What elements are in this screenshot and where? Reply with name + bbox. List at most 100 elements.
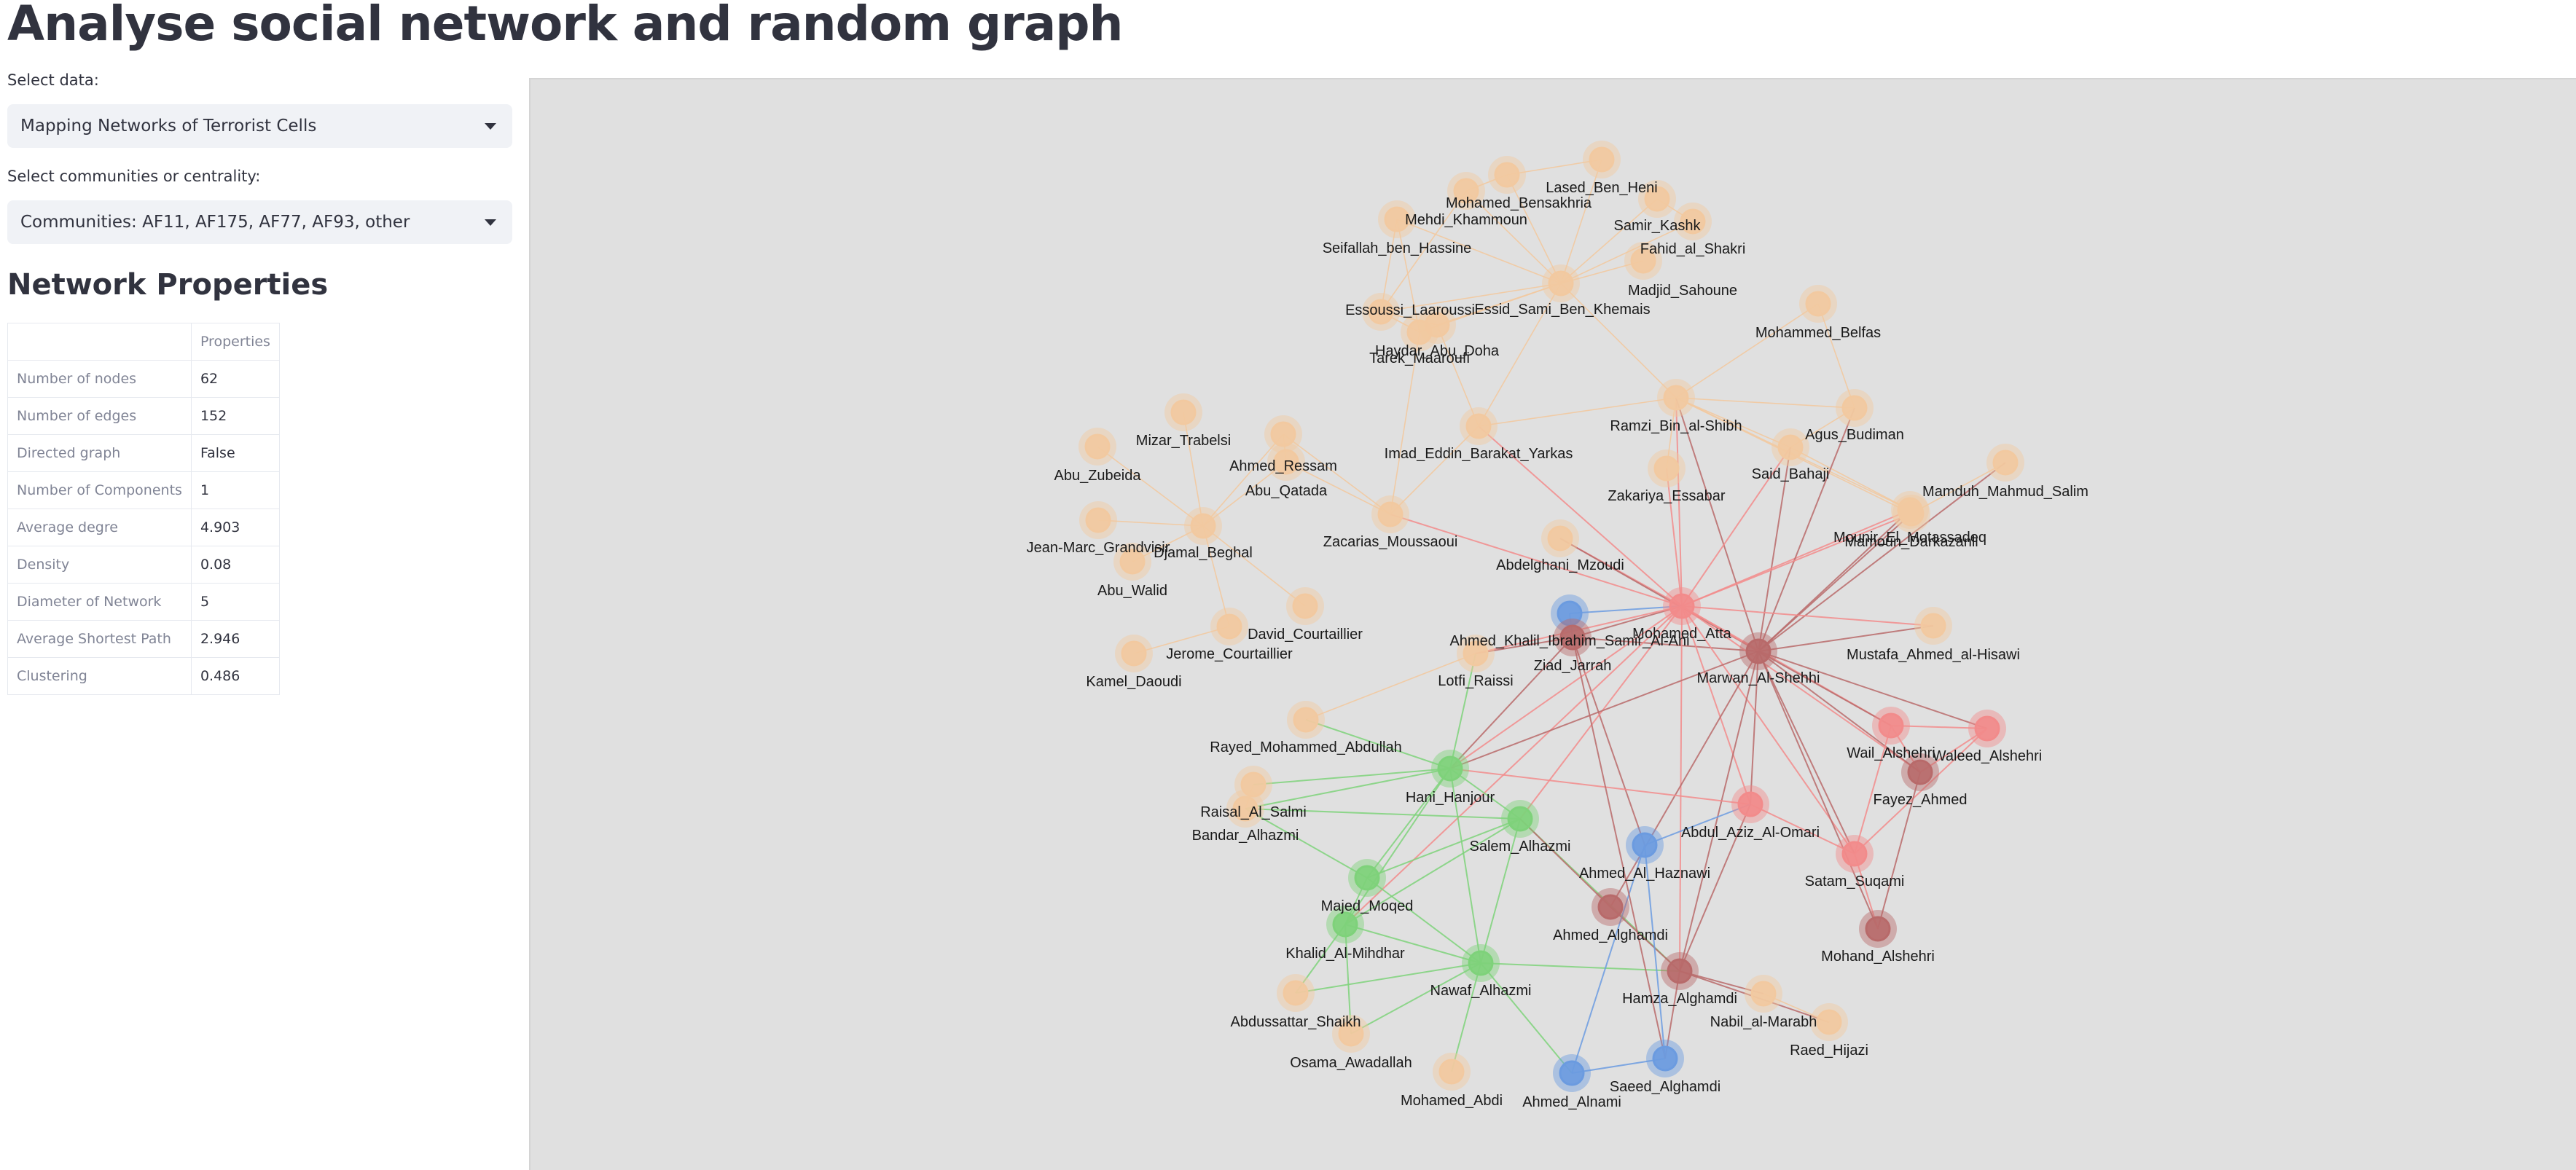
graph-node[interactable] — [1559, 1060, 1585, 1086]
select-mode-dropdown[interactable]: Communities: AF11, AF175, AF77, AF93, ot… — [7, 200, 512, 244]
graph-edge — [1480, 962, 1573, 1074]
graph-edge — [1305, 719, 1451, 769]
graph-node-label: Mohamed_Atta — [1632, 626, 1732, 642]
graph-edge — [1380, 219, 1398, 313]
graph-node[interactable] — [1841, 395, 1868, 421]
graph-node-label: Ahmed_Alnami — [1522, 1094, 1621, 1110]
graph-edge — [1396, 219, 1562, 284]
graph-node[interactable] — [1777, 434, 1804, 460]
graph-node-label: Jerome_Courtaillier — [1166, 646, 1293, 662]
graph-node[interactable] — [1121, 640, 1147, 667]
graph-node[interactable] — [1632, 832, 1658, 858]
graph-node[interactable] — [1084, 433, 1111, 460]
property-name: Average degre — [7, 509, 192, 546]
graph-node[interactable] — [1232, 796, 1258, 822]
graph-node[interactable] — [1667, 958, 1693, 984]
graph-node[interactable] — [1669, 593, 1695, 619]
graph-node[interactable] — [1468, 950, 1494, 976]
graph-node[interactable] — [1354, 865, 1380, 891]
graph-node[interactable] — [1338, 1021, 1364, 1047]
graph-node[interactable] — [1465, 413, 1492, 439]
property-value: 62 — [190, 360, 280, 398]
graph-node[interactable] — [1737, 791, 1763, 817]
graph-node[interactable] — [1085, 507, 1111, 533]
graph-node-label: Osama_Awadallah — [1290, 1055, 1412, 1071]
graph-edge — [1449, 653, 1476, 769]
graph-node[interactable] — [1559, 624, 1586, 651]
property-name: Number of nodes — [7, 360, 192, 398]
graph-node[interactable] — [1463, 640, 1489, 667]
graph-node[interactable] — [1216, 613, 1242, 640]
graph-node[interactable] — [1878, 712, 1904, 739]
graph-node[interactable] — [1898, 500, 1925, 527]
graph-node[interactable] — [1170, 399, 1197, 425]
graph-node[interactable] — [1630, 248, 1656, 274]
graph-node[interactable] — [1992, 449, 2019, 476]
graph-node[interactable] — [1507, 806, 1533, 832]
graph-node[interactable] — [1283, 980, 1309, 1006]
graph-node[interactable] — [1437, 755, 1463, 782]
graph-node[interactable] — [1547, 525, 1573, 551]
graph-node[interactable] — [1841, 841, 1868, 867]
graph-edge — [1854, 725, 1892, 855]
graph-node[interactable] — [1865, 916, 1891, 942]
graph-edge — [1560, 198, 1658, 284]
graph-node[interactable] — [1805, 291, 1831, 317]
graph-node[interactable] — [1424, 312, 1450, 338]
graph-edge — [1506, 159, 1602, 176]
graph-node[interactable] — [1680, 208, 1706, 235]
property-value: 4.903 — [190, 509, 280, 546]
graph-node-label: Ahmed_Alghamdi — [1553, 927, 1668, 943]
graph-edge — [1877, 772, 1921, 930]
graph-node[interactable] — [1494, 162, 1520, 188]
graph-edge — [1854, 728, 1988, 855]
graph-node[interactable] — [1597, 894, 1624, 920]
select-data-dropdown[interactable]: Mapping Networks of Terrorist Cells — [7, 104, 512, 148]
graph-node[interactable] — [1644, 186, 1670, 212]
graph-node[interactable] — [1119, 549, 1146, 575]
graph-node[interactable] — [1745, 638, 1772, 664]
graph-node-label: Rayed_Mohammed_Abdullah — [1210, 739, 1402, 755]
graph-node-label: Ziad_Jarrah — [1534, 658, 1612, 674]
graph-node[interactable] — [1240, 772, 1267, 798]
graph-node[interactable] — [1384, 206, 1410, 232]
graph-node-label: Djamal_Beghal — [1154, 545, 1253, 561]
property-name: Number of Components — [7, 471, 192, 509]
graph-node-label: Mehdi_Khammoun — [1405, 212, 1527, 228]
graph-node-label: Samir_Kashk — [1614, 218, 1702, 234]
graph-node[interactable] — [1589, 146, 1615, 173]
graph-edge — [1681, 605, 1921, 773]
graph-node[interactable] — [1190, 513, 1216, 539]
graph-node[interactable] — [1920, 613, 1946, 639]
graph-node[interactable] — [1974, 715, 2000, 742]
graph-edge — [1449, 768, 1521, 820]
graph-node[interactable] — [1332, 911, 1358, 938]
property-value: 5 — [190, 583, 280, 621]
graph-node[interactable] — [1907, 759, 1933, 785]
graph-node[interactable] — [1273, 449, 1299, 475]
network-graph[interactable]: Lased_Ben_HeniMohamed_BensakhriaSamir_Ka… — [531, 79, 2576, 1170]
graph-node[interactable] — [1270, 421, 1296, 447]
graph-edge — [1758, 651, 1892, 726]
graph-node[interactable] — [1377, 501, 1404, 527]
graph-edge — [1560, 159, 1602, 284]
graph-node[interactable] — [1292, 593, 1318, 619]
graph-node[interactable] — [1663, 385, 1689, 411]
graph-node[interactable] — [1750, 981, 1777, 1007]
graph-node-label: Ramzi_Bin_al-Shibh — [1610, 418, 1742, 434]
graph-edge — [1644, 844, 1666, 1059]
graph-node[interactable] — [1438, 1059, 1465, 1085]
graph-node[interactable] — [1368, 299, 1394, 325]
graph-node[interactable] — [1453, 178, 1479, 204]
graph-edge — [1675, 397, 1759, 652]
graph-node-label: Abu_Zubeida — [1054, 468, 1142, 484]
graph-node[interactable] — [1548, 270, 1574, 297]
graph-node[interactable] — [1652, 1045, 1678, 1072]
graph-edge — [1569, 605, 1683, 614]
graph-node[interactable] — [1653, 455, 1680, 482]
graph-node[interactable] — [1293, 707, 1319, 733]
graph-node[interactable] — [1816, 1009, 1842, 1035]
